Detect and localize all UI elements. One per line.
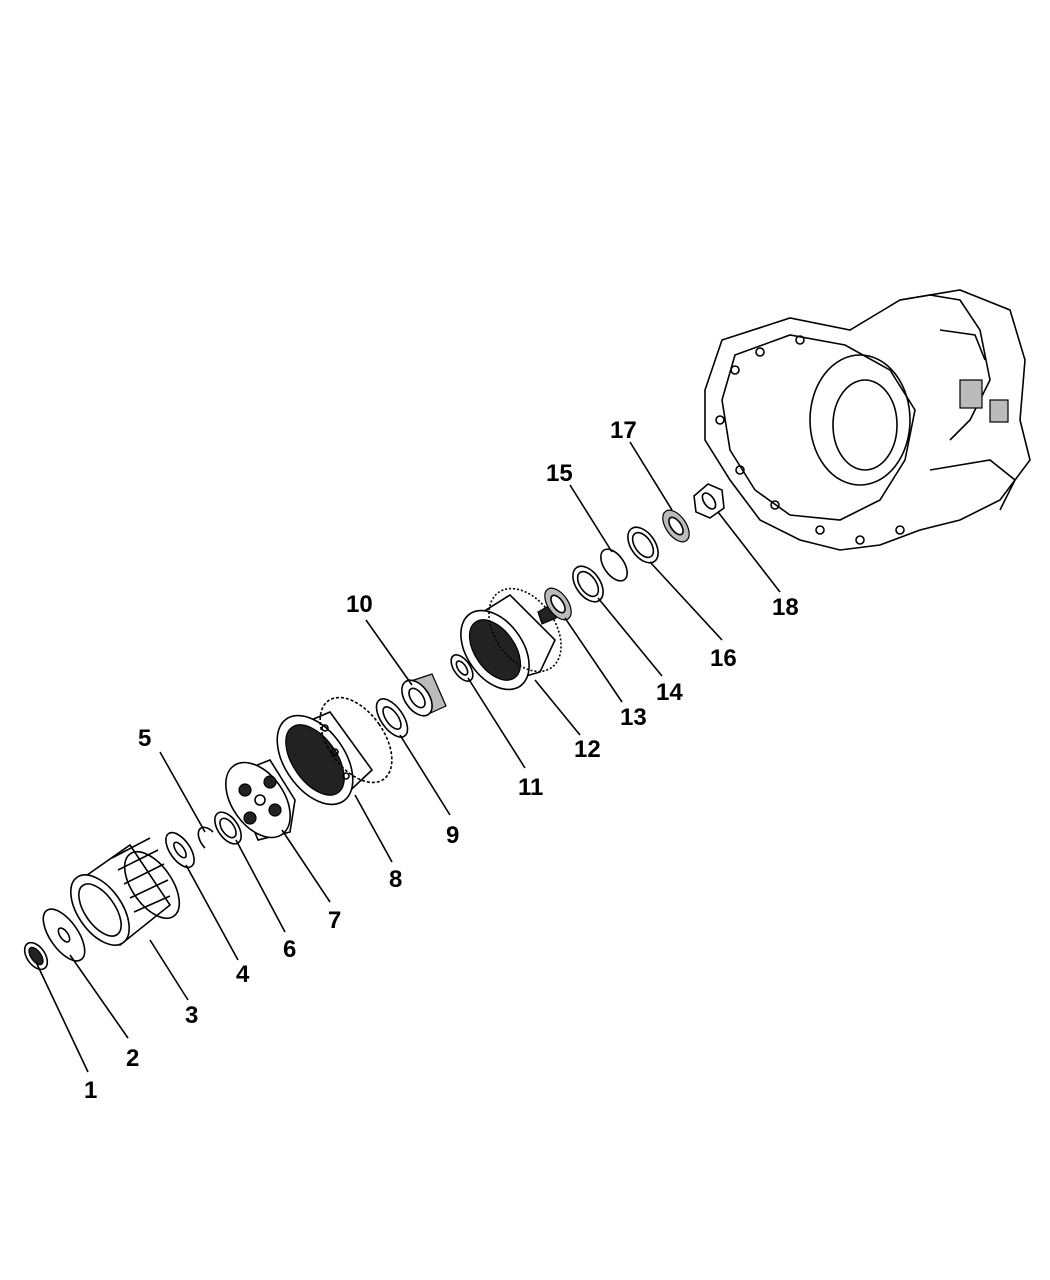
part-12-transfer-gear	[460, 587, 562, 691]
part-16-bearing-cup	[627, 526, 659, 564]
callout-5: 5	[138, 725, 151, 752]
part-7-planetary-carrier	[225, 759, 296, 841]
callout-3: 3	[185, 1002, 198, 1029]
callout-14: 14	[656, 679, 683, 706]
callout-1: 1	[84, 1077, 97, 1104]
callout-16: 16	[710, 645, 737, 672]
part-2-thrust-plate	[42, 908, 86, 962]
leader-lines	[35, 441, 781, 1073]
callout-13: 13	[620, 704, 647, 731]
callout-7: 7	[328, 907, 341, 934]
part-9-washer	[375, 698, 409, 738]
part-5-snap-ring	[197, 826, 214, 849]
transmission-housing	[704, 289, 1031, 551]
part-17-bearing	[662, 509, 690, 543]
part-11-washer	[450, 654, 474, 682]
callout-9: 9	[446, 822, 459, 849]
part-14-bearing-cup	[572, 565, 604, 603]
part-3-clutch-drum	[70, 837, 181, 947]
part-8-ring-gear	[276, 696, 393, 806]
callout-18: 18	[772, 594, 799, 621]
callout-10: 10	[346, 591, 373, 618]
callout-2: 2	[126, 1045, 139, 1072]
callout-12: 12	[574, 736, 601, 763]
callout-6: 6	[283, 936, 296, 963]
callout-15: 15	[546, 460, 573, 487]
callout-11: 11	[518, 774, 543, 801]
callout-8: 8	[389, 866, 402, 893]
part-18-nut	[693, 483, 725, 519]
callout-17: 17	[610, 417, 637, 444]
part-13-bearing	[544, 587, 572, 621]
callout-labels: 1 2 3 4 5 6 7 8 9 10 11 12 13 14 15 16 1…	[84, 417, 799, 1104]
callout-4: 4	[236, 961, 250, 988]
part-4-washer	[165, 831, 195, 869]
part-10-sun-gear	[401, 673, 447, 717]
part-15-ring	[600, 548, 628, 582]
part-1-seal	[23, 941, 49, 971]
